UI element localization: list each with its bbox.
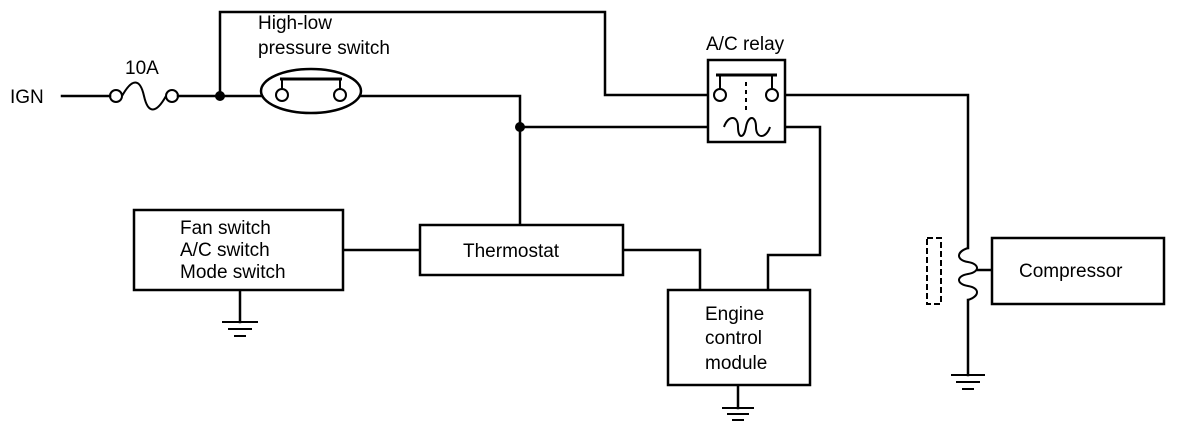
wires — [60, 10, 994, 410]
ecm-label-line1: Engine — [705, 304, 764, 325]
high-low-pressure-switch — [259, 67, 363, 115]
clutch-coil — [958, 247, 978, 301]
fuse-element — [121, 81, 167, 111]
pressure-switch-terminal-left — [275, 88, 289, 102]
ign-label: IGN — [10, 87, 44, 108]
control-panel-label-line3: Mode switch — [180, 262, 286, 283]
pressure-switch-label-line2: pressure switch — [258, 38, 390, 59]
ac-relay-label: A/C relay — [706, 34, 785, 55]
ac-relay-terminal-right — [765, 88, 779, 102]
ecm-label-line3: module — [705, 353, 767, 374]
fuse-terminal-left — [109, 89, 123, 103]
pressure-switch-label-line1: High-low — [258, 13, 332, 34]
engine-control-module-box — [666, 288, 812, 387]
clutch-plate — [926, 237, 942, 305]
thermostat-box — [418, 223, 625, 277]
fuse-terminal-right — [165, 89, 179, 103]
ground-symbol-ecm — [722, 407, 754, 421]
junction-dot-thermostat — [515, 122, 525, 132]
pressure-switch-terminal-right — [333, 88, 347, 102]
ac-relay-terminal-left — [713, 88, 727, 102]
junction-dot-fuse — [215, 91, 225, 101]
fuse-label: 10A — [125, 58, 159, 79]
wire-relay-to-clutch — [783, 93, 970, 250]
wire-thermostat-to-ecm — [621, 248, 702, 292]
compressor-box — [990, 236, 1166, 306]
fuse-10a — [109, 81, 179, 111]
pressure-switch-body — [259, 67, 363, 115]
thermostat-label: Thermostat — [463, 241, 560, 262]
ac-relay-coil — [723, 117, 771, 137]
ecm-label-line2: control — [705, 328, 762, 349]
ground-symbol-compressor — [951, 374, 985, 390]
control-panel-box — [132, 208, 345, 292]
compressor-clutch — [926, 237, 978, 305]
wire-switch-to-thermostat — [354, 94, 522, 227]
ground-symbol-panel — [222, 321, 258, 337]
wire-coil-to-ecm — [766, 125, 822, 292]
wire-top-loop — [218, 10, 714, 98]
compressor-label: Compressor — [1019, 261, 1123, 282]
control-panel-label-line1: Fan switch — [180, 218, 271, 239]
control-panel-label-line2: A/C switch — [180, 240, 270, 261]
ac-relay — [706, 58, 787, 144]
